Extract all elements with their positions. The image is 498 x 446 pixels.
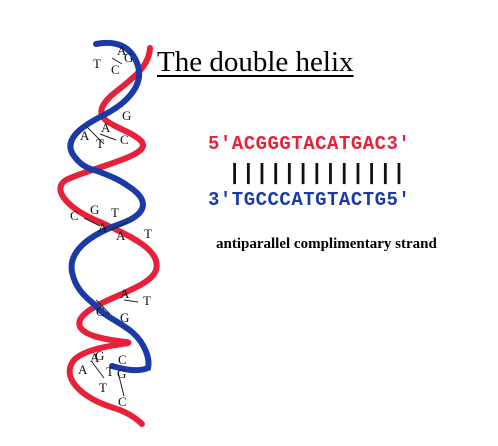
helix-base: G bbox=[122, 108, 131, 123]
helix-base: C bbox=[111, 62, 120, 77]
helix-base: G bbox=[90, 202, 99, 217]
red-strand bbox=[57, 45, 160, 427]
helix-base: A bbox=[120, 286, 130, 301]
helix-base: C bbox=[120, 132, 129, 147]
helix-base: A bbox=[80, 128, 90, 143]
helix-base: G bbox=[95, 348, 104, 363]
helix-base: T bbox=[143, 293, 151, 308]
helix-base: A bbox=[98, 220, 108, 235]
helix-base: T bbox=[144, 226, 152, 241]
helix-base: A bbox=[78, 362, 88, 377]
helix-base: G bbox=[117, 366, 126, 381]
helix-base: A bbox=[116, 228, 126, 243]
bottom-strand-sequence: 3'TGCCCATGTACTG5' bbox=[208, 189, 411, 211]
helix-base: A bbox=[117, 43, 127, 58]
base-pair-marks: ||||||||||||| bbox=[228, 161, 407, 186]
top-strand-sequence: 5'ACGGGTACATGAC3' bbox=[208, 133, 411, 155]
blue-strand bbox=[67, 39, 152, 374]
helix-base: T bbox=[99, 380, 107, 395]
helix-base: T bbox=[111, 205, 119, 220]
strand-caption: antiparallel complimentary strand bbox=[216, 236, 437, 252]
helix-base: A bbox=[101, 120, 111, 135]
helix-base-labels: A T G C G A T A C C G T A A T T C A G A … bbox=[70, 43, 152, 409]
helix-base: T bbox=[106, 364, 114, 379]
helix-base: T bbox=[93, 56, 101, 71]
helix-base: A bbox=[90, 350, 100, 365]
helix-base: C bbox=[70, 208, 79, 223]
helix-base: G bbox=[120, 310, 129, 325]
base-pair-rungs bbox=[83, 57, 139, 397]
helix-base: G bbox=[124, 50, 133, 65]
helix-base: T bbox=[96, 136, 104, 151]
page-title: The double helix bbox=[157, 46, 354, 78]
helix-base: C bbox=[118, 352, 127, 367]
helix-base: C bbox=[118, 394, 127, 409]
helix-base: C bbox=[96, 304, 105, 319]
